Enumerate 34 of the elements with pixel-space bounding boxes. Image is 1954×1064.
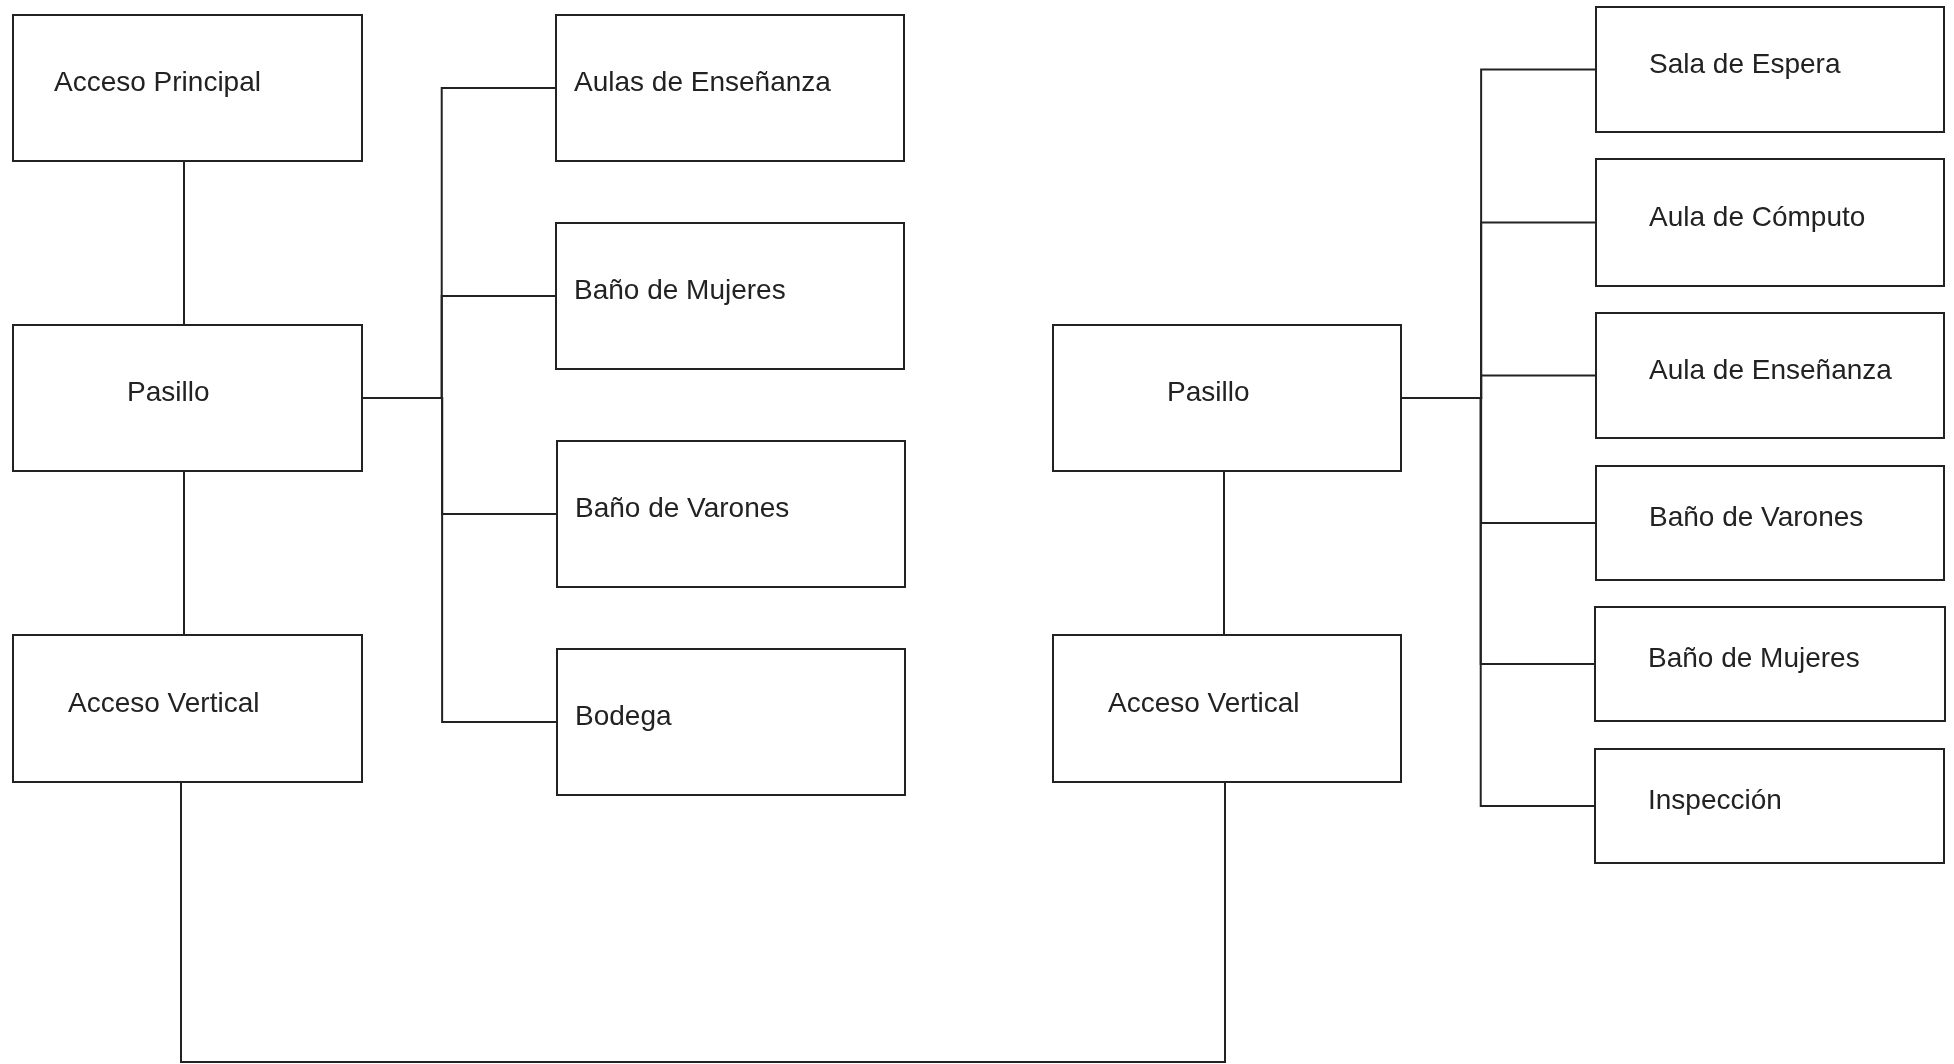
room-box — [555, 222, 905, 370]
room-label: Baño de Mujeres — [574, 274, 786, 306]
room-box — [1052, 324, 1402, 472]
room-label: Baño de Mujeres — [1648, 642, 1860, 674]
room-label: Sala de Espera — [1649, 47, 1841, 80]
room-box — [12, 324, 363, 472]
room-box — [12, 14, 363, 162]
room-label: Bodega — [575, 700, 672, 732]
connector-line — [183, 161, 185, 325]
room-box — [1595, 6, 1945, 133]
room-label: Aula de Enseñanza — [1649, 353, 1892, 386]
room-label: Pasillo — [1167, 376, 1250, 408]
room-label: Inspección — [1648, 784, 1782, 816]
room-box — [1594, 606, 1946, 722]
room-label: Acceso Vertical — [68, 686, 260, 719]
room-label: Acceso Vertical — [1108, 686, 1300, 719]
room-box — [12, 634, 363, 783]
room-label: Pasillo — [127, 376, 210, 408]
room-box — [556, 440, 906, 588]
room-box — [1595, 312, 1945, 439]
room-box — [1595, 465, 1945, 581]
room-label: Acceso Principal — [54, 66, 261, 98]
connector-line — [1223, 471, 1225, 635]
room-box — [1595, 158, 1945, 287]
room-label: Aulas de Enseñanza — [574, 66, 831, 98]
room-label: Aula de Cómputo — [1649, 200, 1866, 233]
room-box — [556, 648, 906, 796]
room-box — [1594, 748, 1945, 864]
room-label: Baño de Varones — [575, 492, 790, 524]
room-label: Baño de Varones — [1649, 501, 1864, 533]
room-box — [1052, 634, 1402, 783]
connector-line — [180, 782, 1226, 1063]
connector-line — [183, 471, 185, 635]
room-box — [555, 14, 905, 162]
